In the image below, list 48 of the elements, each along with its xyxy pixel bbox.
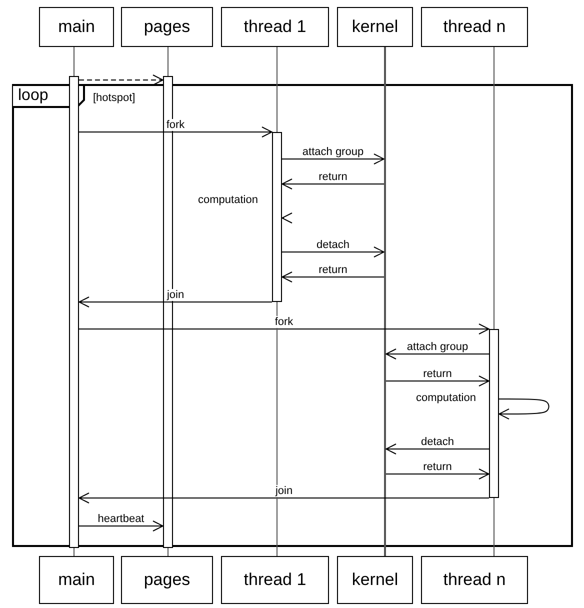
participant-box: kernel <box>337 556 413 604</box>
participant-box: thread n <box>421 556 528 604</box>
lifeline <box>384 47 386 556</box>
participant-box: thread n <box>421 7 528 47</box>
message-label: join <box>274 485 294 497</box>
message-arrow <box>386 376 490 386</box>
message-label: return <box>318 171 348 183</box>
message-arrow <box>386 468 490 480</box>
message-arrow <box>78 296 272 308</box>
guard-condition: [hotspot] <box>93 92 136 104</box>
participant-box: kernel <box>337 7 413 47</box>
message-label: join <box>166 289 186 301</box>
message-label: fork <box>274 316 294 328</box>
message-label: return <box>318 264 348 276</box>
participant-box: pages <box>121 7 213 47</box>
lifeline <box>276 46 278 132</box>
message-label: attach group <box>301 146 365 158</box>
message-arrow <box>282 212 292 224</box>
participant-box: main <box>39 7 114 47</box>
message-arrow <box>386 348 490 360</box>
activation-bar <box>272 132 282 302</box>
message-label: fork <box>165 119 186 131</box>
message-arrow <box>498 398 550 420</box>
activation-bar <box>489 329 499 498</box>
message-label: return <box>422 461 453 473</box>
participant-box: thread 1 <box>221 7 329 47</box>
message-arrow <box>282 178 384 190</box>
participant-box: main <box>39 556 114 604</box>
participant-box: thread 1 <box>221 556 329 604</box>
message-label: detach <box>315 239 351 251</box>
message-arrow <box>282 272 384 282</box>
message-arrow <box>78 74 164 86</box>
message-label: detach <box>420 436 456 448</box>
message-label: computation <box>415 392 477 404</box>
participant-box: pages <box>121 556 213 604</box>
message-arrow <box>78 126 272 138</box>
message-arrow <box>282 246 384 258</box>
lifeline <box>276 302 278 556</box>
message-arrow <box>78 324 490 334</box>
message-arrow <box>282 154 384 164</box>
message-label: computation <box>197 194 259 206</box>
message-arrow <box>78 520 164 532</box>
message-arrow <box>78 492 490 504</box>
message-label: attach group <box>406 341 470 353</box>
message-label: return <box>422 368 453 380</box>
frame-operator: loop <box>18 87 48 105</box>
message-label: heartbeat <box>96 513 146 525</box>
message-arrow <box>386 444 490 454</box>
